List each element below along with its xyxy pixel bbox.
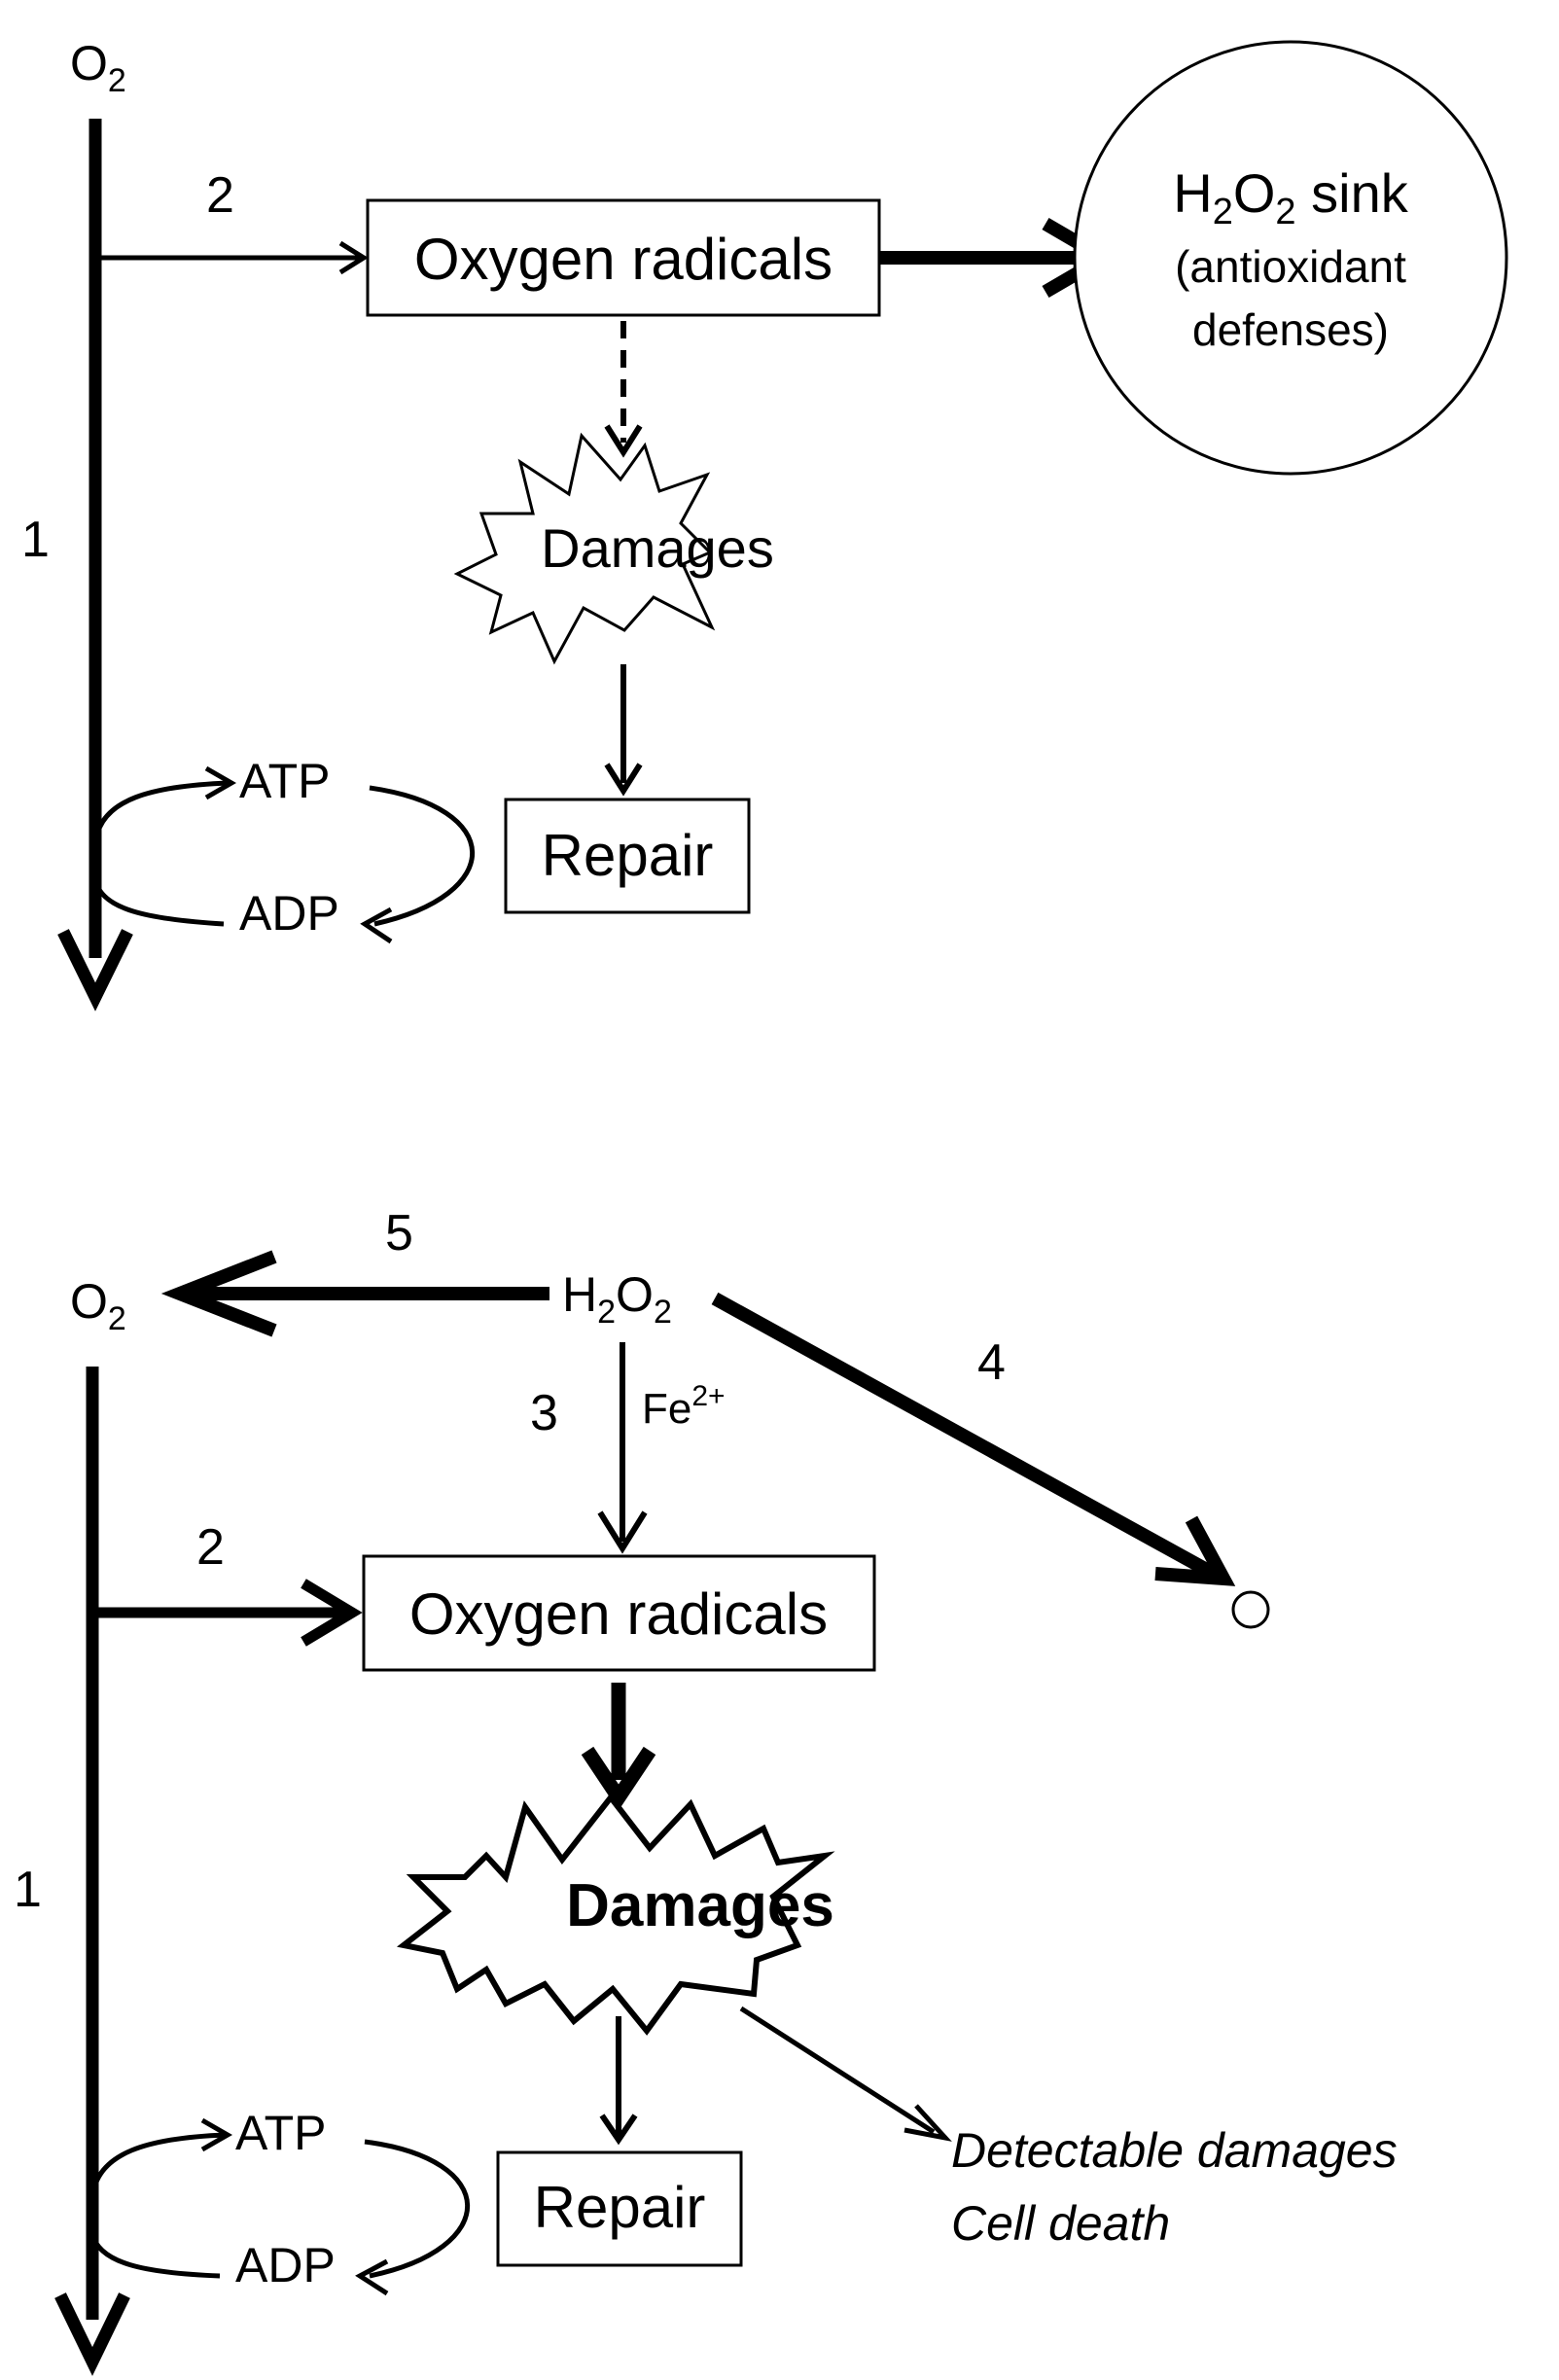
- top-radicals-box: [366, 198, 881, 317]
- bottom-adp-cycle-arrow: [364, 2139, 471, 2279]
- bottom-atp-arrowhead: [200, 2117, 233, 2152]
- bottom-adp-return-arrow: [89, 2233, 221, 2279]
- bottom-adp-arrowhead: [355, 2258, 389, 2296]
- top-adp-return-arrow: [92, 879, 225, 927]
- top-adp-arrowhead: [360, 906, 393, 944]
- top-sink-line2: (antioxidant: [1175, 241, 1406, 292]
- bottom-outcome-line1: Detectable damages: [951, 2123, 1398, 2178]
- bottom-h2o2-label: H2O2: [562, 1267, 672, 1331]
- bottom-flow-4-line: [711, 1292, 1218, 1581]
- top-o2-label: O2: [70, 36, 126, 99]
- bottom-fe-label: Fe2+: [642, 1380, 726, 1433]
- top-adp-label: ADP: [239, 886, 339, 941]
- top-flow-2-number: 2: [206, 167, 234, 224]
- bottom-panel: O2 H2O2 5 4 3 Fe2+ 1 2 Oxygen radical: [14, 1205, 1398, 2376]
- top-radicals-label: Oxygen radicals: [414, 227, 833, 292]
- bottom-o2-label: O2: [70, 1274, 126, 1337]
- bottom-adp-label: ADP: [235, 2238, 336, 2292]
- bottom-flow-4-number: 4: [977, 1334, 1006, 1391]
- bottom-outcome-line2: Cell death: [951, 2196, 1170, 2251]
- bottom-atp-label: ATP: [235, 2106, 327, 2160]
- bottom-flow-1-number: 1: [14, 1862, 42, 1918]
- bottom-flow-5-number: 5: [385, 1205, 413, 1261]
- top-damages-label: Damages: [541, 517, 774, 579]
- top-h2o2-sink-circle: [1073, 40, 1508, 476]
- bottom-damage-repair-arrowhead: [599, 2114, 638, 2146]
- bottom-damages-label: Damages: [566, 1872, 834, 1939]
- bottom-flow-3-number: 3: [530, 1385, 558, 1441]
- top-flow-1-number: 1: [21, 512, 50, 568]
- bottom-flow-1-arrowhead: [54, 2292, 130, 2376]
- bottom-radicals-box: [362, 1554, 876, 1672]
- top-atp-arrowhead: [204, 765, 237, 800]
- bottom-flow-2-number: 2: [196, 1519, 225, 1576]
- top-repair-label: Repair: [542, 823, 714, 888]
- bottom-atp-cycle-arrow: [89, 2132, 227, 2201]
- top-dashed-arrowhead: [604, 424, 643, 458]
- bottom-damages-burst: [396, 1793, 835, 2036]
- top-repair-box: [504, 798, 751, 914]
- bottom-repair-box: [496, 2150, 743, 2267]
- top-sink-title: H2O2 sink: [1173, 162, 1408, 232]
- top-flow-2-arrowhead: [338, 240, 369, 275]
- bottom-damage-outcome-line: [739, 2006, 936, 2135]
- bottom-flow-3-arrowhead: [597, 1510, 648, 1554]
- top-flow-1-arrowhead: [57, 929, 133, 1012]
- top-adp-cycle-arrow: [369, 785, 476, 927]
- bottom-radicals-label: Oxygen radicals: [409, 1581, 828, 1647]
- bottom-sink-small-circle: [1231, 1590, 1270, 1629]
- top-panel: O2 1 2 Oxygen radicals H2O2 sink (antiox…: [21, 36, 1508, 1012]
- top-damage-repair-arrowhead: [604, 763, 643, 797]
- top-atp-label: ATP: [239, 754, 331, 808]
- top-sink-line3: defenses): [1192, 304, 1389, 355]
- top-atp-cycle-arrow: [92, 780, 230, 847]
- bottom-damage-outcome-arrowhead: [904, 2104, 952, 2142]
- bottom-repair-label: Repair: [534, 2175, 706, 2240]
- bottom-flow-5-arrowhead: [160, 1250, 277, 1337]
- bottom-flow-4-arrowhead: [1154, 1515, 1236, 1586]
- bottom-radicals-damages-arrowhead: [581, 1746, 656, 1811]
- top-damages-burst: [453, 432, 716, 665]
- bottom-flow-2-arrowhead: [301, 1579, 363, 1647]
